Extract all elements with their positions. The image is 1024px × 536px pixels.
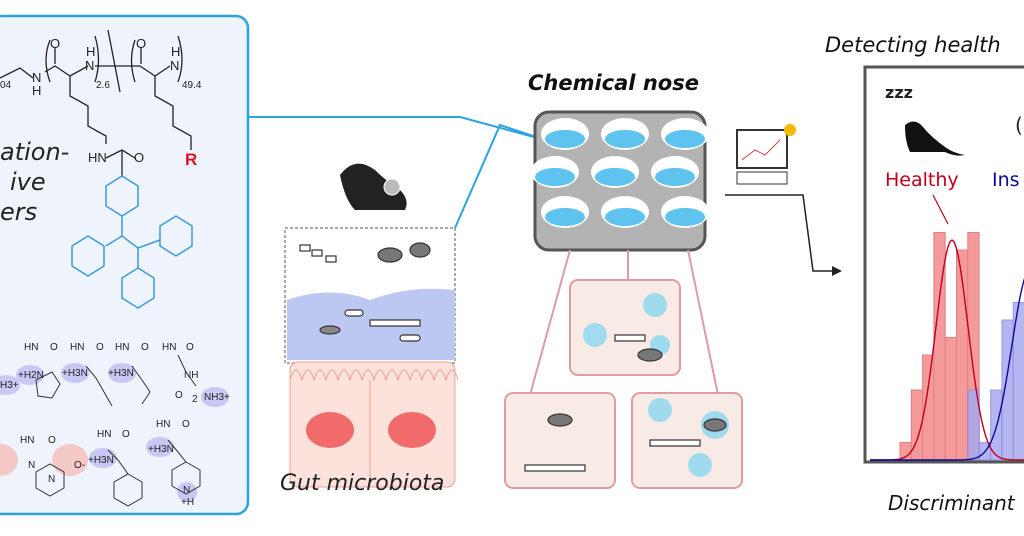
arrow-head [832, 266, 842, 276]
well-liquid [545, 130, 585, 148]
histogram [870, 232, 1024, 461]
chemical-nose-array [531, 110, 709, 252]
sleep-label: zzz [885, 83, 913, 102]
gut-illustration [284, 163, 459, 488]
well-liquid [655, 168, 695, 186]
svg-text:N: N [183, 485, 190, 496]
right-panel-title: Detecting health [825, 33, 1001, 57]
svg-text:HN: HN [97, 429, 111, 440]
panel-title-line: ation- [0, 138, 69, 166]
atom-h: H [171, 44, 180, 59]
svg-text:HN: HN [70, 342, 84, 353]
atom-n: N [170, 58, 179, 73]
tpe-group [71, 175, 193, 309]
gut-microbiota-label: Gut microbiota [280, 471, 444, 496]
atom-n: N [85, 58, 94, 73]
svg-text:N: N [48, 474, 55, 485]
atom-o: O [136, 36, 146, 51]
subscript: 2.6 [96, 80, 110, 91]
well-liquid [665, 130, 705, 148]
svg-text:O: O [175, 390, 183, 401]
svg-text:+H3N: +H3N [88, 455, 114, 466]
healthy-label: Healthy [885, 169, 959, 191]
svg-text:O: O [186, 342, 194, 353]
sensor-responses [504, 279, 743, 489]
svg-text:NH: NH [184, 370, 198, 381]
bar-healthy [944, 337, 958, 461]
svg-text:O: O [182, 419, 190, 430]
nose-connectors [529, 249, 719, 396]
well-liquid [665, 208, 705, 226]
svg-text:O: O [48, 435, 56, 446]
svg-text:N: N [28, 460, 35, 471]
svg-text:O: O [141, 342, 149, 353]
r-group: R [185, 150, 197, 169]
svg-text:O: O [96, 342, 104, 353]
svg-text:HN: HN [156, 419, 170, 430]
subscript: 49.4 [182, 80, 202, 91]
chemical-nose-label: Chemical nose [528, 71, 699, 95]
svg-text:HN: HN [115, 342, 129, 353]
svg-text:H3+: H3+ [0, 380, 19, 391]
computer-icon [736, 124, 796, 185]
subscript: 04 [0, 80, 12, 91]
svg-text:+H: +H [181, 497, 194, 508]
svg-text:HN: HN [20, 435, 34, 446]
bar-insomnia [1001, 319, 1014, 461]
atom-o: O [134, 150, 144, 165]
well-liquid [545, 208, 585, 226]
svg-text:HN: HN [24, 342, 38, 353]
svg-text:2: 2 [192, 394, 198, 405]
healthy-pointer [932, 194, 949, 225]
panel-title-line: ers [0, 198, 37, 226]
mouse-icon [905, 121, 965, 156]
svg-text:+H3N: +H3N [148, 444, 174, 455]
well-liquid [535, 168, 575, 186]
bar-insomnia [967, 389, 980, 461]
well-liquid [605, 208, 645, 226]
svg-text:O: O [50, 342, 58, 353]
atom-n: N [32, 70, 41, 85]
svg-text:O-: O- [74, 460, 85, 471]
svg-text:+H2N: +H2N [18, 370, 44, 381]
svg-text:+H3N: +H3N [62, 368, 88, 379]
polymer-structure [0, 29, 192, 176]
well-liquid [595, 168, 635, 186]
svg-text:HN: HN [162, 342, 176, 353]
atom-h: H [86, 44, 95, 59]
atom-h: H [32, 83, 41, 98]
x-axis-label: Discriminant [888, 491, 1016, 515]
svg-text:NH3+: NH3+ [204, 392, 230, 403]
flow-arrow [725, 194, 838, 272]
atom-hn: HN [88, 150, 107, 165]
well-liquid [605, 130, 645, 148]
atom-o: O [50, 36, 60, 51]
insomnia-label: Ins [992, 169, 1020, 191]
zoom-connectors [248, 116, 546, 229]
panel-title-line: ive [10, 168, 46, 196]
insomnia-fit-curve [870, 278, 1024, 461]
residue-bonds [35, 354, 201, 507]
partial-label: (( [1015, 113, 1024, 137]
svg-text:O: O [122, 429, 130, 440]
polymer-panel [0, 14, 250, 516]
svg-text:+H3N: +H3N [108, 368, 134, 379]
